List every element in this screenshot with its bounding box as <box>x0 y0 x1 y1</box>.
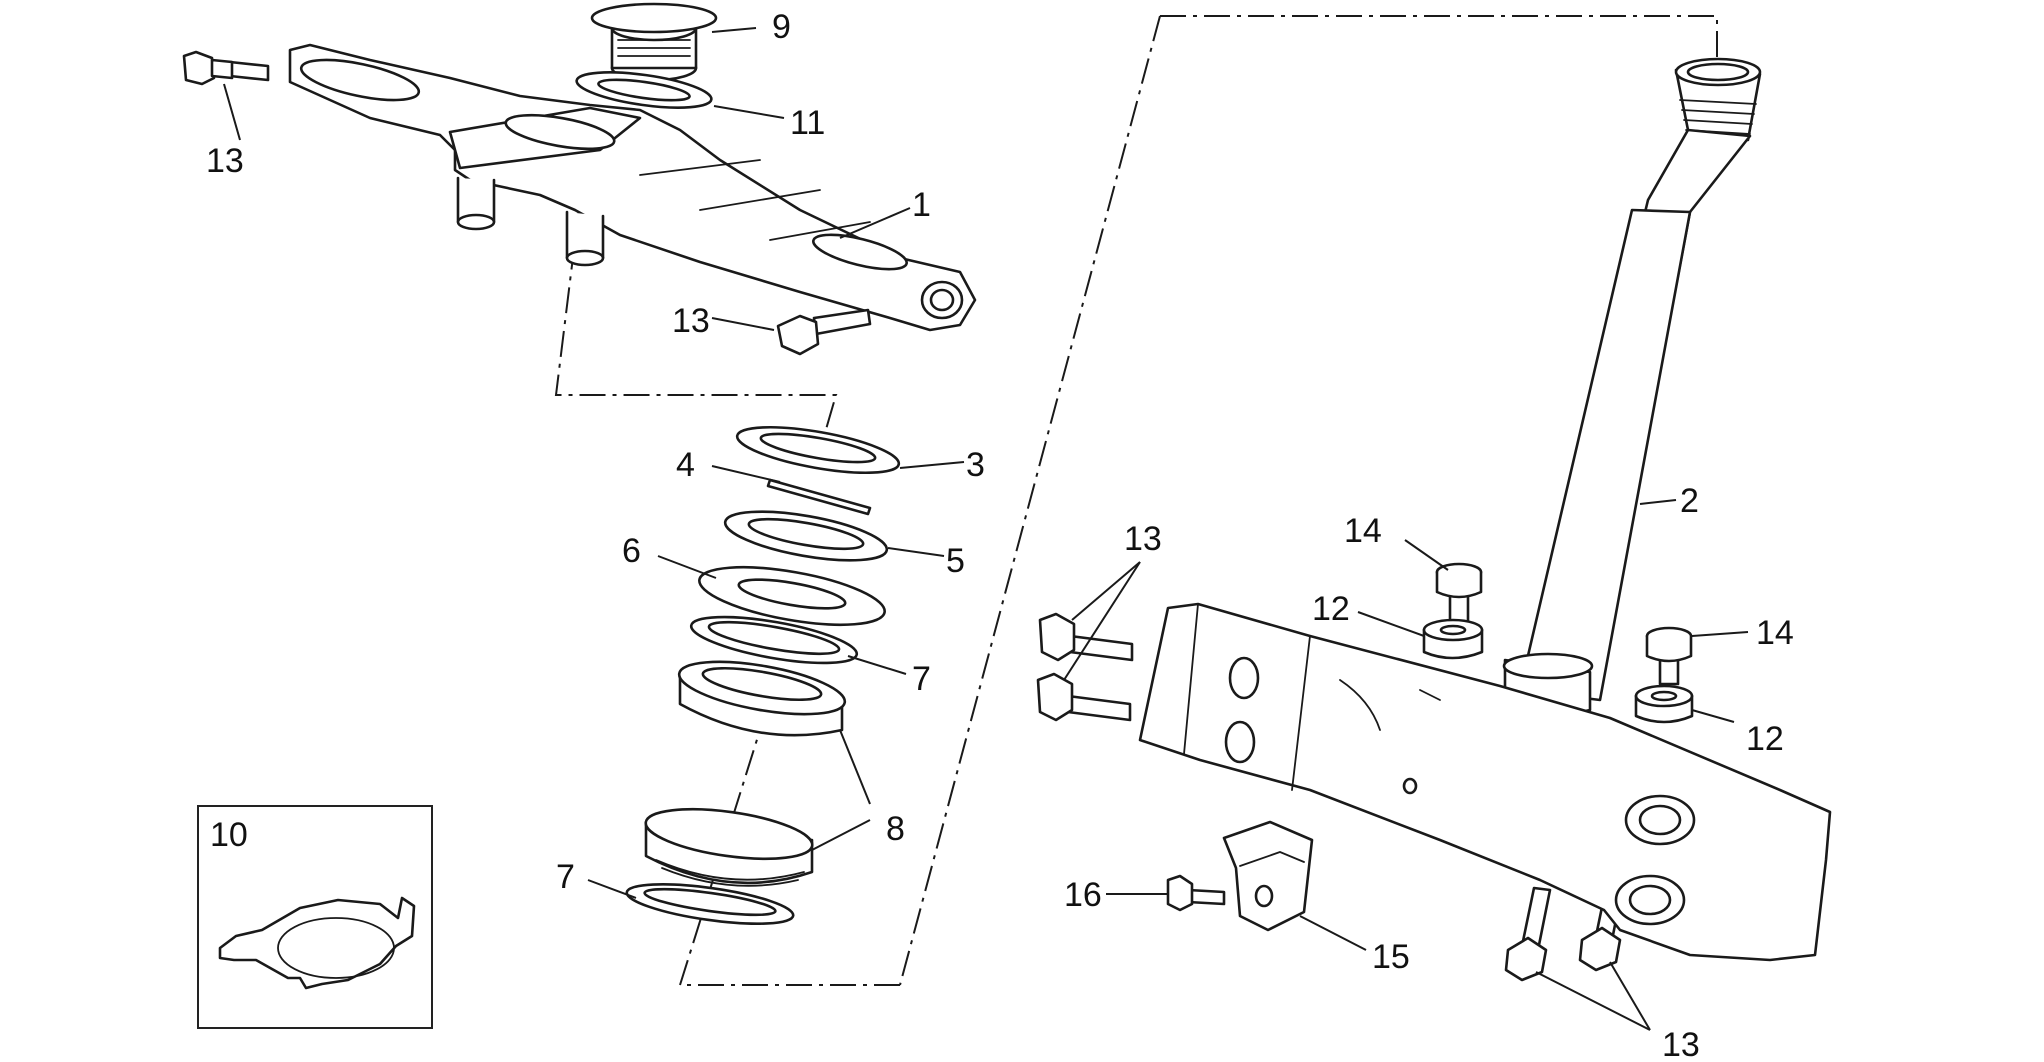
lower-triple-clamp <box>1138 602 1832 962</box>
dust-cover <box>698 565 886 627</box>
adjuster-ring <box>735 425 901 475</box>
callout-4: 4 <box>676 446 695 484</box>
bearing-upper <box>677 660 847 737</box>
callout-12-left: 12 <box>1312 590 1350 628</box>
callout-1: 1 <box>912 186 931 224</box>
callout-14-right: 14 <box>1756 614 1794 652</box>
callout-5: 5 <box>946 542 965 580</box>
upper-triple-clamp <box>288 43 977 332</box>
callout-16: 16 <box>1064 876 1102 914</box>
cable-clamp <box>1222 820 1314 932</box>
leader-lines <box>223 27 1749 1031</box>
callout-10: 10 <box>210 816 248 854</box>
clamp-screw <box>1166 874 1226 912</box>
lock-washer <box>723 510 889 562</box>
callout-11: 11 <box>790 104 825 142</box>
spacer-right <box>1634 684 1694 724</box>
callout-13-upper-clamp: 13 <box>672 302 710 340</box>
clamp-bolt-right <box>1645 626 1693 686</box>
callout-15: 15 <box>1372 938 1410 976</box>
callout-labels: 1 2 3 4 5 6 7 7 8 9 10 11 12 12 13 13 13… <box>206 8 1794 1062</box>
callout-13-lower-left: 13 <box>1124 520 1162 558</box>
callout-2: 2 <box>1680 482 1699 520</box>
spacer-left <box>1422 618 1484 660</box>
bearing-lower <box>644 807 814 887</box>
callout-9: 9 <box>772 8 791 46</box>
inset-gasket <box>218 896 416 990</box>
inset-box <box>197 805 433 1029</box>
callout-8: 8 <box>886 810 905 848</box>
stem-nut <box>590 2 718 82</box>
bolt-lower-clamp-left-b <box>1036 672 1132 722</box>
bolt-bottom-a <box>1504 886 1552 982</box>
callout-7-upper: 7 <box>912 660 931 698</box>
callout-14-left: 14 <box>1344 512 1382 550</box>
callout-12-right: 12 <box>1746 720 1784 758</box>
clamp-bolt-left <box>1435 562 1483 626</box>
bolt-lower-clamp-left-a <box>1038 612 1134 662</box>
callout-7-lower: 7 <box>556 858 575 896</box>
callout-3: 3 <box>966 446 985 484</box>
washer-under-nut <box>575 71 713 109</box>
bolt-upper-clamp <box>776 308 872 356</box>
callout-6: 6 <box>622 532 641 570</box>
seal-lower <box>625 883 795 925</box>
steering-stem <box>1502 57 1762 715</box>
callout-13-bottom: 13 <box>1662 1026 1700 1062</box>
locking-pin <box>766 478 872 516</box>
callout-13-top-left: 13 <box>206 142 244 180</box>
bolt-top-left <box>182 50 270 86</box>
seal-upper <box>689 615 859 665</box>
